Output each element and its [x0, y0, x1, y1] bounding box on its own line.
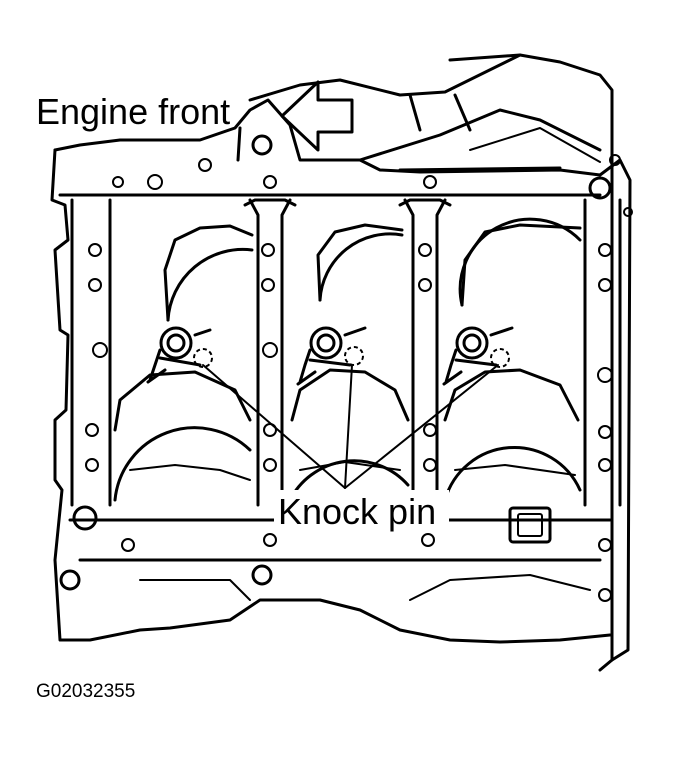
knock-pin-leaders — [202, 364, 499, 489]
upper-casting — [248, 53, 614, 672]
bearing-webs — [70, 198, 622, 507]
knock-pin-1 — [146, 326, 213, 384]
knock-pin-label-bg — [274, 490, 449, 530]
cylinder-bores — [113, 217, 582, 502]
knock-pin-2 — [296, 326, 367, 386]
arrow-left-icon — [280, 80, 354, 152]
knock-pins — [146, 326, 514, 386]
bolt-holes — [59, 134, 633, 602]
figure-code: G02032355 — [36, 681, 135, 702]
knock-pin-label: Knock pin — [278, 491, 436, 532]
engine-front-label: Engine front — [36, 91, 230, 132]
block-outline — [50, 98, 632, 662]
knock-pin-3 — [442, 326, 514, 386]
